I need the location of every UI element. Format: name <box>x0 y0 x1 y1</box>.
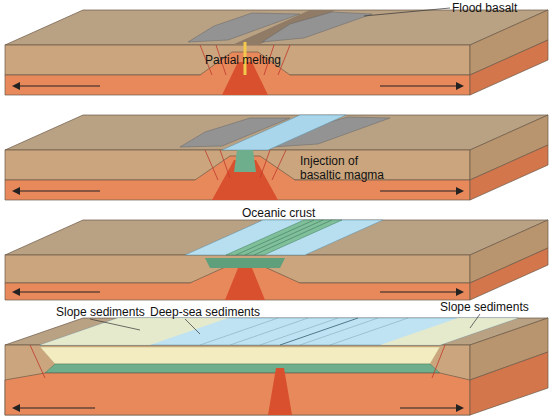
block-side <box>470 248 548 300</box>
callout-label: Slope sediments <box>440 300 529 314</box>
block-top <box>5 115 548 150</box>
slope-sediments <box>40 318 228 345</box>
flood-basalt <box>262 12 372 42</box>
leader-line <box>470 314 480 328</box>
extension-arrow <box>14 407 95 408</box>
crust-stripe <box>254 220 332 255</box>
mantle-layer <box>5 264 470 300</box>
crust-stripe <box>230 318 308 345</box>
oceanic-crust <box>226 220 342 255</box>
callout-label: Flood basalt <box>452 1 517 15</box>
fault-line <box>272 150 286 180</box>
crust-stripe <box>200 318 278 345</box>
callout-label: Injection of basaltic magma <box>300 154 400 182</box>
fault-line <box>432 345 445 378</box>
fault-line <box>260 150 270 178</box>
block-side <box>470 40 548 95</box>
block-side <box>470 352 548 415</box>
callout-label: Oceanic crust <box>242 206 315 220</box>
extension-arrow <box>380 190 462 191</box>
new-crust <box>234 150 256 172</box>
callout-label: Slope sediments <box>56 305 145 319</box>
block-top <box>5 10 548 45</box>
extension-arrow <box>400 407 462 408</box>
extension-arrow <box>14 190 100 191</box>
block-top <box>5 318 548 345</box>
fault-line <box>30 345 45 378</box>
crust-stripe <box>260 318 338 345</box>
block-top <box>5 220 548 255</box>
ocean-surface <box>40 318 518 345</box>
extension-arrow <box>380 291 462 292</box>
magma-chamber <box>225 268 265 300</box>
extension-arrow <box>14 291 100 292</box>
crust-stripe <box>330 318 408 345</box>
crust-stripe <box>300 318 378 345</box>
mantle-layer <box>5 52 470 95</box>
leader-line <box>364 8 450 16</box>
rift-lake <box>222 115 346 150</box>
oceanic-crust-front <box>205 258 285 268</box>
extension-arrow <box>380 85 462 86</box>
fault-line <box>205 150 218 180</box>
block-side <box>470 145 548 200</box>
crust-stripe <box>236 220 314 255</box>
leader-line <box>90 319 140 330</box>
sediment-layer <box>40 347 440 364</box>
ridge-magma <box>268 368 292 415</box>
extension-arrow <box>14 85 100 86</box>
fault-line <box>220 150 230 178</box>
oceanic-crust-front <box>45 364 440 373</box>
leader-line <box>185 319 200 334</box>
narrow-sea <box>185 220 383 255</box>
crust-layer <box>5 345 470 415</box>
callout-label: Partial melting <box>205 53 281 67</box>
crust-stripe <box>245 220 323 255</box>
slope-sediments <box>380 318 518 345</box>
mantle-layer <box>5 373 470 415</box>
ridge-axis <box>280 318 358 345</box>
callout-label: Deep-sea sediments <box>150 305 260 319</box>
